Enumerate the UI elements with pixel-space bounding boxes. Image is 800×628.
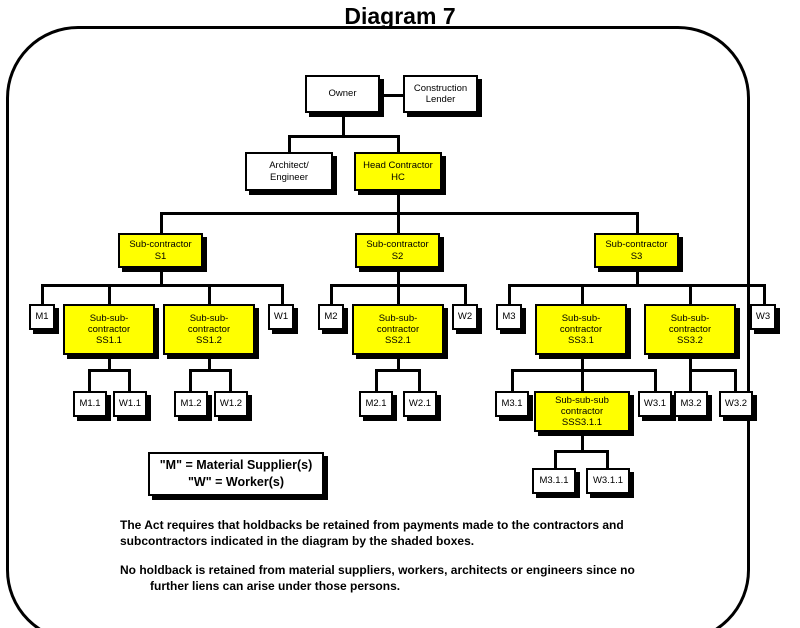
page-title: Diagram 7 [344,3,456,29]
connector-owner-lender [381,94,403,97]
node-m31[interactable]: M3.1 [495,391,529,417]
connector-m3-up [508,284,511,304]
node-w31[interactable]: W3.1 [638,391,672,417]
connector-w1-up [281,284,284,304]
connector-m31-up [511,369,514,391]
node-ss32[interactable]: Sub-sub- contractor SS3.2 [644,304,736,355]
connector-s3-bus [508,284,766,287]
node-ss12[interactable]: Sub-sub- contractor SS1.2 [163,304,255,355]
connector-s1-up [160,212,163,234]
diagram-border [6,26,750,628]
node-m2[interactable]: M2 [318,304,344,330]
connector-architect-up [288,135,291,152]
connector-ss11-bus [88,369,131,372]
node-w1[interactable]: W1 [268,304,294,330]
connector-ss32-down [689,355,692,369]
connector-head-down [397,191,400,212]
connector-ss21-up [397,284,400,304]
node-sss311[interactable]: Sub-sub-sub contractor SSS3.1.1 [534,391,630,432]
node-m12[interactable]: M1.2 [174,391,208,417]
node-owner[interactable]: Owner [305,75,380,113]
connector-w11-up [128,369,131,391]
connector-m21-up [375,369,378,391]
connector-ss31-bus [511,369,657,372]
connector-sss311-down [581,432,584,450]
connector-m11-up [88,369,91,391]
node-architect-engineer[interactable]: Architect/ Engineer [245,152,333,191]
connector-ss32-bus [689,369,737,372]
connector-ss12-up [208,284,211,304]
node-w32[interactable]: W3.2 [719,391,753,417]
connector-s1-bus [41,284,284,287]
connector-ss32-up [689,284,692,304]
node-ss31[interactable]: Sub-sub- contractor SS3.1 [535,304,627,355]
connector-s1-down [160,267,163,284]
connector-m311-up [554,450,557,468]
connector-ss21-down [397,355,400,369]
node-w12[interactable]: W1.2 [214,391,248,417]
node-w11[interactable]: W1.1 [113,391,147,417]
connector-ss12-down [208,355,211,369]
node-m21[interactable]: M2.1 [359,391,393,417]
connector-head-up [397,135,400,152]
connector-m12-up [189,369,192,391]
legend-line-material: "M" = Material Supplier(s) [159,458,313,473]
connector-s3-down [636,267,639,284]
legend-line-worker: "W" = Worker(s) [187,475,284,489]
node-ss11[interactable]: Sub-sub- contractor SS1.1 [63,304,155,355]
connector-ss12-bus [189,369,232,372]
connector-w2-up [464,284,467,304]
node-subcontractor-s3[interactable]: Sub-contractor S3 [594,233,679,268]
footer-paragraph-1: The Act requires that holdbacks be retai… [120,518,624,548]
connector-w32-up [734,369,737,391]
connector-tier2-bus [288,135,400,138]
connector-w31-up [654,369,657,391]
node-w2[interactable]: W2 [452,304,478,330]
connector-ss31-down [581,355,584,369]
connector-w311-up [606,450,609,468]
node-subcontractor-s1[interactable]: Sub-contractor S1 [118,233,203,268]
node-m32[interactable]: M3.2 [674,391,708,417]
connector-w21-up [418,369,421,391]
node-w21[interactable]: W2.1 [403,391,437,417]
node-m3[interactable]: M3 [496,304,522,330]
connector-sss311-up [581,369,584,391]
node-w311[interactable]: W3.1.1 [586,468,630,494]
connector-w3-up [763,284,766,304]
node-ss21[interactable]: Sub-sub- contractor SS2.1 [352,304,444,355]
footer-paragraph-2: No holdback is retained from material su… [120,563,672,595]
connector-s3-up [636,212,639,234]
node-construction-lender[interactable]: Construction Lender [403,75,478,113]
connector-ss11-up [108,284,111,304]
node-w3[interactable]: W3 [750,304,776,330]
connector-owner-down [342,113,345,135]
connector-s2-down [397,267,400,284]
footer-paragraph-2-line-1: No holdback is retained from material su… [120,563,635,577]
connector-ss21-bus [375,369,421,372]
node-m1[interactable]: M1 [29,304,55,330]
node-m11[interactable]: M1.1 [73,391,107,417]
node-subcontractor-s2[interactable]: Sub-contractor S2 [355,233,440,268]
node-head-contractor[interactable]: Head Contractor HC [354,152,442,191]
node-m311[interactable]: M3.1.1 [532,468,576,494]
legend-box: "M" = Material Supplier(s) "W" = Worker(… [148,452,324,496]
footer-paragraph-2-line-2: further liens can arise under those pers… [150,578,401,593]
connector-sss311-bus [554,450,609,453]
connector-ss11-down [108,355,111,369]
connector-ss31-up [581,284,584,304]
connector-s2-up [397,212,400,234]
connector-m32-up [689,369,692,391]
connector-m1-up [41,284,44,304]
connector-w12-up [229,369,232,391]
connector-m2-up [330,284,333,304]
